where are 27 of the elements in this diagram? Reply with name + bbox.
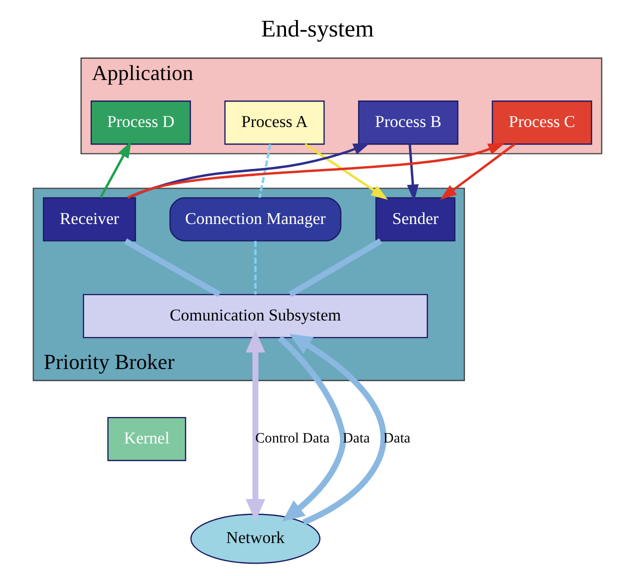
- arrow: [99, 141, 131, 198]
- arrow: [126, 142, 505, 199]
- arrow: [406, 144, 418, 202]
- node-box: Receiver: [42, 197, 136, 242]
- connector: [123, 238, 220, 298]
- node-box: Process B: [358, 100, 458, 145]
- edge-label: Control Data: [254, 430, 330, 447]
- node-box: Process C: [491, 100, 592, 145]
- arrow: [304, 143, 388, 200]
- arrow: [128, 142, 370, 199]
- diagram-title: End-system: [260, 16, 374, 43]
- node-box: Kernel: [106, 416, 186, 462]
- connector: [258, 144, 272, 198]
- node-box: Process A: [224, 100, 324, 145]
- node-ellipse: Network: [190, 514, 320, 564]
- node-box: Connection Manager: [168, 197, 341, 242]
- arrow: [439, 143, 515, 200]
- arrow: [245, 330, 265, 522]
- node-box: Process D: [90, 100, 190, 145]
- connector: [288, 238, 382, 297]
- arrow: [277, 336, 346, 522]
- node-box: Sender: [374, 197, 455, 242]
- edge-label: Data: [382, 430, 410, 447]
- connector: [254, 241, 256, 294]
- arrow: [288, 334, 386, 526]
- node-box: Comunication Subsystem: [82, 294, 428, 338]
- edge-label: Data: [342, 430, 370, 447]
